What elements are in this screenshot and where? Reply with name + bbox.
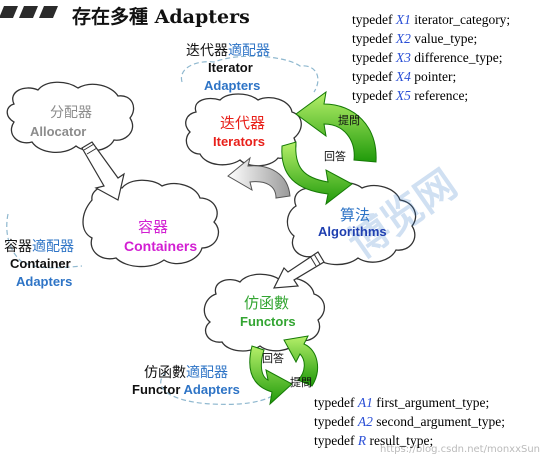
functor-adapter-zh: 仿函數適配器 (144, 365, 228, 381)
typedef-type: X4 (395, 69, 411, 84)
container-adapter-en-b: Adapters (16, 274, 73, 289)
typedef-keyword: typedef (314, 414, 355, 429)
functors-cloud (203, 273, 325, 352)
functors-en: Functors (240, 314, 296, 329)
functors-zh: 仿函數 (244, 294, 290, 312)
watermark-url: https://blog.csdn.net/monxxSun (380, 444, 540, 455)
typedef-line: typedef X4 pointer; (352, 67, 510, 86)
typedef-name: reference; (414, 88, 469, 103)
typedef-line: typedef X2 value_type; (352, 29, 510, 48)
functor-typedef-list: typedef A1 first_argument_type;typedef A… (314, 393, 505, 450)
typedef-line: typedef R result_type; (314, 431, 505, 450)
typedef-name: first_argument_type; (376, 395, 490, 410)
algorithms-en: Algorithms (318, 224, 387, 239)
functor-answer-label: 回答 (262, 352, 284, 365)
containers-cloud (82, 179, 219, 268)
allocator-to-containers-arrow (81, 141, 125, 201)
functor-adapter-outline (160, 371, 283, 405)
container-adapter-en-a: Container (10, 256, 71, 271)
container-adapter-zh: 容器適配器 (4, 239, 74, 255)
allocator-en: Allocator (30, 124, 87, 139)
typedef-line: typedef X1 iterator_category; (352, 10, 510, 29)
typedef-line: typedef A1 first_argument_type; (314, 393, 505, 412)
typedef-line: typedef A2 second_argument_type; (314, 412, 505, 431)
iterator-ask-label: 提問 (338, 114, 360, 127)
typedef-keyword: typedef (352, 31, 393, 46)
iterators-en: Iterators (213, 134, 266, 149)
containers-zh: 容器 (138, 218, 169, 236)
typedef-name: value_type; (414, 31, 478, 46)
functor-adapter-en: Functor Adapters (132, 382, 240, 397)
title-bar-1 (0, 6, 18, 18)
typedef-type: X3 (395, 50, 411, 65)
iterator-adapter-en-b: Adapters (204, 78, 261, 93)
allocator-cloud (6, 81, 135, 153)
typedef-line: typedef X5 reference; (352, 86, 510, 105)
typedef-name: result_type; (369, 433, 434, 448)
typedef-name: iterator_category; (414, 12, 511, 27)
iterator-typedef-list: typedef X1 iterator_category;typedef X2 … (352, 10, 510, 105)
typedef-keyword: typedef (314, 395, 355, 410)
iterator-ask-arrow (295, 90, 377, 163)
container-adapter-outline (6, 213, 83, 269)
iterator-adapter-en-a: Iterator (208, 60, 253, 75)
title-bar-2 (19, 6, 38, 18)
containers-en: Containers (124, 238, 198, 254)
allocator-zh: 分配器 (50, 105, 92, 121)
typedef-name: second_argument_type; (376, 414, 505, 429)
iterator-adapter-outline (180, 55, 319, 93)
typedef-type: X1 (395, 12, 411, 27)
typedef-line: typedef X3 difference_type; (352, 48, 510, 67)
typedef-type: X2 (395, 31, 411, 46)
typedef-keyword: typedef (352, 12, 393, 27)
typedef-name: difference_type; (414, 50, 503, 65)
typedef-type: A1 (357, 395, 373, 410)
typedef-type: X5 (395, 88, 411, 103)
functor-ask-label: 提問 (290, 376, 312, 389)
algorithms-zh: 算法 (340, 206, 371, 224)
algorithms-to-functors-arrow (272, 251, 325, 289)
iterators-to-containers-arrow (227, 156, 291, 199)
typedef-type: R (357, 433, 367, 448)
title-bar-3 (39, 6, 58, 18)
typedef-type: A2 (357, 414, 373, 429)
iterator-answer-label: 回答 (324, 150, 346, 163)
typedef-keyword: typedef (314, 433, 355, 448)
functor-ask-arrow (283, 335, 319, 387)
typedef-name: pointer; (414, 69, 457, 84)
page-title: 存在多種 Adapters (72, 6, 250, 28)
functor-answer-arrow (249, 345, 293, 406)
typedef-keyword: typedef (352, 88, 393, 103)
typedef-keyword: typedef (352, 50, 393, 65)
typedef-keyword: typedef (352, 69, 393, 84)
iterator-answer-arrow (281, 141, 353, 206)
iterator-adapter-zh: 迭代器適配器 (186, 43, 270, 59)
iterators-zh: 迭代器 (220, 114, 266, 132)
